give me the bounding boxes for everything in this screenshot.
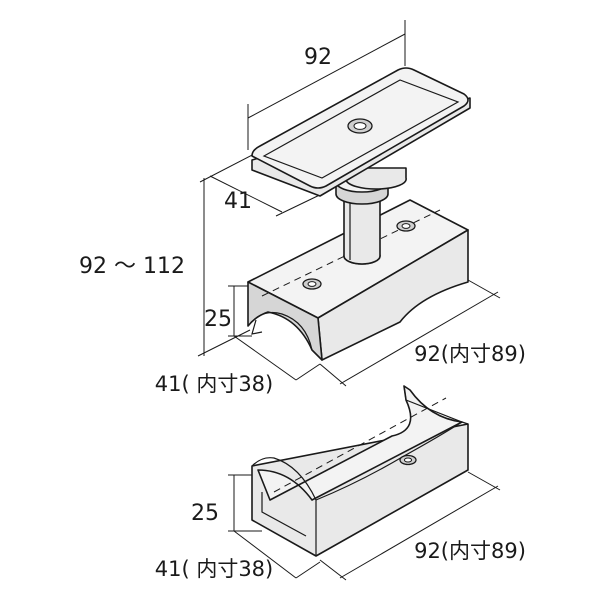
top-plate — [251, 67, 471, 197]
label-top-width: 92 — [304, 45, 332, 70]
dim-line-top-depth — [209, 175, 283, 213]
ext-line-upper-length-left — [319, 363, 347, 387]
upper-saddle-notch-edge — [247, 311, 313, 351]
post-washer — [345, 167, 407, 190]
support-post — [335, 167, 407, 265]
ext-line-lower-length-right — [467, 471, 501, 491]
label-upper-width: 41( 内寸38) — [155, 372, 274, 396]
dim-line-upper-length — [339, 291, 499, 385]
label-lower-height: 25 — [191, 501, 219, 526]
label-upper-length: 92(内寸89) — [414, 342, 526, 366]
upper-saddle-side-face — [317, 229, 469, 361]
label-upper-height: 25 — [204, 307, 232, 332]
label-top-depth: 41 — [224, 189, 252, 214]
label-lower-length: 92(内寸89) — [414, 539, 526, 563]
dim-line-upper-width — [233, 335, 297, 381]
dim-line-lower-length — [339, 485, 499, 579]
ext-line-upper-length-right — [467, 279, 501, 299]
lower-saddle — [251, 385, 469, 557]
dim-line-lower-width — [233, 530, 297, 579]
upper-saddle-foot — [251, 319, 263, 335]
dim-line-top-width — [247, 33, 406, 119]
ext-line-top-depth-a — [199, 151, 259, 183]
lower-saddle-back-wall — [403, 385, 469, 425]
label-lower-width: 41( 内寸38) — [155, 557, 274, 581]
ext-line-total-height-bottom — [197, 329, 251, 357]
ext-line-lower-width — [295, 561, 321, 579]
label-total-height: 92 ～ 112 — [79, 254, 185, 279]
lower-saddle-hidden-line — [273, 397, 447, 493]
dimension-labels: 92 41 92 ～ 112 25 41( 内寸38) 92(内寸89) 25 … — [79, 45, 526, 581]
ext-line-upper-width — [295, 363, 321, 381]
ext-line-lower-length-left — [319, 559, 347, 581]
post-shaft — [343, 195, 381, 265]
dimension-lines — [197, 20, 501, 581]
top-plate-bevel — [262, 79, 460, 179]
lower-saddle-front-curve — [251, 457, 317, 556]
lower-saddle-lip — [261, 492, 307, 537]
